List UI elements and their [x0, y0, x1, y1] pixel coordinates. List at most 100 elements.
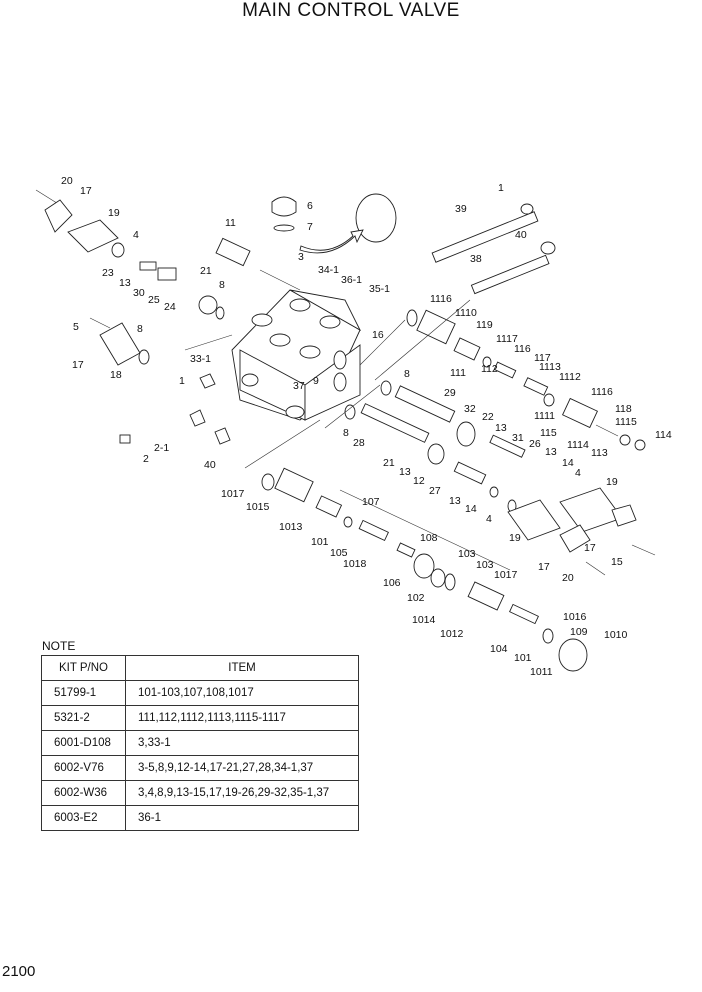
kit-table: KIT P/NO ITEM 51799-1 101-103,107,108,10…: [41, 655, 359, 831]
callout: 19: [606, 476, 618, 488]
callout: 1018: [343, 558, 367, 570]
callout: 104: [490, 643, 508, 655]
callout: 30: [133, 287, 145, 299]
callout: 119: [476, 319, 493, 331]
callout: 116: [514, 343, 531, 355]
kit-pno-cell: 6002-V76: [41, 755, 126, 781]
callout: 23: [102, 267, 114, 279]
callout: 1010: [604, 629, 628, 641]
callout: 103: [458, 548, 476, 560]
callout: 102: [407, 592, 425, 604]
callout: 113: [591, 447, 608, 459]
callout: 1117: [496, 333, 518, 345]
item-cell: 111,112,1112,1113,1115-1117: [125, 705, 359, 731]
table-header-row: KIT P/NO ITEM: [41, 655, 359, 681]
kit-pno-cell: 6001-D108: [41, 730, 126, 756]
callout: 1014: [412, 614, 436, 626]
upper-right-parts: [344, 203, 646, 513]
callout: 101: [514, 652, 532, 664]
kit-pno-cell: 6003-E2: [41, 805, 126, 831]
callout: 40: [515, 229, 527, 241]
callout: 25: [148, 294, 160, 306]
callout: 114: [655, 429, 672, 441]
callout: 109: [570, 626, 588, 638]
callout: 17: [538, 561, 550, 573]
callout: 1116: [430, 293, 452, 305]
callout: 26: [529, 438, 541, 450]
callout: 17: [72, 359, 84, 371]
callout: 2-1: [154, 442, 169, 454]
callout: 17: [584, 542, 596, 554]
item-cell: 101-103,107,108,1017: [125, 680, 359, 706]
callout: 8: [137, 323, 143, 335]
callout: 1011: [530, 666, 553, 678]
callout: 4: [575, 467, 581, 479]
callout: 112: [481, 363, 498, 375]
callout: 1015: [246, 501, 270, 513]
table-row: 6002-V76 3-5,8,9,12-14,17-21,27,28,34-1,…: [41, 755, 359, 781]
callout: 1012: [440, 628, 464, 640]
callout: 107: [362, 496, 380, 508]
callout: 13: [449, 495, 461, 507]
callout: 14: [562, 457, 574, 469]
callout: 1110: [455, 307, 477, 319]
table-row: 51799-1 101-103,107,108,1017: [41, 680, 359, 706]
callout: 38: [470, 253, 482, 265]
callout: 13: [495, 422, 507, 434]
callout: 105: [330, 547, 348, 559]
callout: 2: [143, 453, 149, 465]
callout: 103: [476, 559, 494, 571]
item-cell: 3,4,8,9,13-15,17,19-26,29-32,35-1,37: [125, 780, 359, 806]
callout: 21: [200, 265, 212, 277]
callout: 7: [307, 221, 313, 233]
callout: 1017: [494, 569, 518, 581]
callout-labels: 20 17 19 4 23 13 30 25 24 21 8 11 6 7 3 …: [61, 175, 672, 678]
item-cell: 3-5,8,9,12-14,17-21,27,28,34-1,37: [125, 755, 359, 781]
callout: 19: [108, 207, 120, 219]
callout: 29: [444, 387, 456, 399]
column-header-item: ITEM: [125, 655, 359, 681]
callout: 1013: [279, 521, 303, 533]
callout: 18: [110, 369, 122, 381]
callout: 1111: [534, 410, 555, 422]
callout: 6: [307, 200, 313, 212]
callout: 1112: [559, 371, 581, 383]
callout: 1115: [615, 416, 637, 428]
kit-pno-cell: 51799-1: [41, 680, 126, 706]
callout: 24: [164, 301, 176, 313]
callout: 13: [399, 466, 411, 478]
callout: 1113: [539, 361, 561, 373]
callout: 1016: [563, 611, 587, 623]
callout: 37: [293, 380, 305, 392]
callout: 20: [562, 572, 574, 584]
page-number: 2100: [2, 963, 36, 980]
callout: 16: [372, 329, 384, 341]
assembly-lines: [184, 269, 511, 571]
callout: 39: [455, 203, 467, 215]
callout: 28: [353, 437, 365, 449]
callout: 5: [73, 321, 79, 333]
callout: 9: [313, 375, 319, 387]
callout: 34-1: [318, 264, 339, 276]
callout: 15: [611, 556, 623, 568]
upper-left-parts: [35, 189, 397, 445]
callout: 13: [545, 446, 557, 458]
callout: 32: [464, 403, 476, 415]
callout: 20: [61, 175, 73, 187]
callout: 118: [615, 403, 632, 415]
callout: 36-1: [341, 274, 362, 286]
callout: 19: [509, 532, 521, 544]
callout: 40: [204, 459, 216, 471]
item-cell: 36-1: [125, 805, 359, 831]
page-title: MAIN CONTROL VALVE: [242, 0, 460, 21]
callout: 31: [512, 432, 524, 444]
valve-body-drawing: [231, 289, 362, 421]
table-row: 5321-2 111,112,1112,1113,1115-1117: [41, 705, 359, 731]
table-row: 6003-E2 36-1: [41, 805, 359, 831]
kit-pno-cell: 5321-2: [41, 705, 126, 731]
callout: 4: [486, 513, 492, 525]
table-row: 6002-W36 3,4,8,9,13-15,17,19-26,29-32,35…: [41, 780, 359, 806]
callout: 4: [133, 229, 139, 241]
table-row: 6001-D108 3,33-1: [41, 730, 359, 756]
